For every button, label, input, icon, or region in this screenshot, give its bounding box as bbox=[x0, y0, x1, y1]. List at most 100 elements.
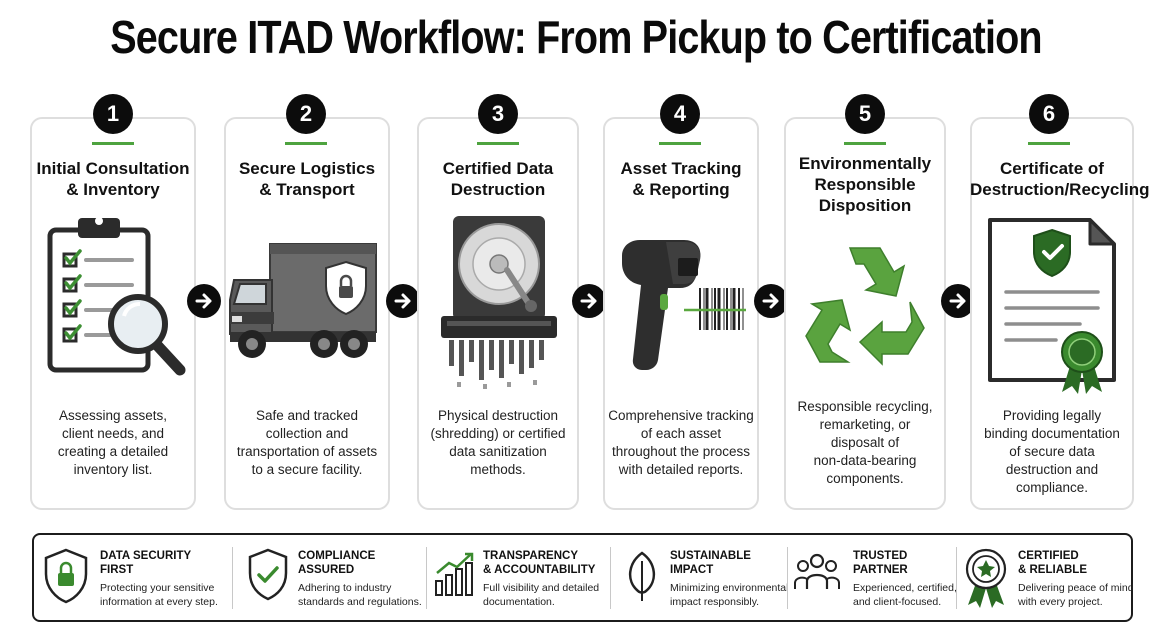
feature-desc: Protecting your sensitive information at… bbox=[100, 581, 260, 609]
step-desc-line: disposalt of bbox=[830, 435, 900, 450]
feature-desc-line: information at every step. bbox=[100, 596, 218, 608]
step-desc-line: Safe and tracked bbox=[255, 408, 359, 423]
step-desc-line: binding documentation bbox=[984, 426, 1120, 441]
step-title-line: Environmentally bbox=[798, 154, 932, 173]
step-title-line: Secure Logistics bbox=[238, 159, 376, 178]
step-desc-line: data sanitization bbox=[449, 444, 547, 459]
step-title-1: Initial Consultation & Inventory bbox=[30, 158, 196, 200]
secure-truck-icon bbox=[226, 236, 382, 371]
step-title-line: Responsible bbox=[814, 175, 916, 194]
step-title-line: Disposition bbox=[818, 196, 912, 215]
step-desc-line: Assessing assets, bbox=[58, 408, 168, 423]
feature-desc: Adhering to industry standards and regul… bbox=[298, 581, 458, 609]
step-desc-line: of secure data bbox=[1009, 444, 1095, 459]
step-desc-line: collection and bbox=[265, 426, 349, 441]
feature-title: SUSTAINABLE IMPACT bbox=[670, 549, 820, 577]
step-number-3: 3 bbox=[478, 94, 518, 134]
step-title-line: Certified Data bbox=[442, 159, 554, 178]
step-accent-line bbox=[285, 142, 327, 145]
feature-title: COMPLIANCE ASSURED bbox=[298, 549, 448, 577]
step-desc-line: compliance. bbox=[1015, 480, 1089, 495]
step-desc-line: transportation of assets bbox=[236, 444, 378, 459]
step-number-1: 1 bbox=[93, 94, 133, 134]
feature-desc-line: Full visibility and detailed bbox=[483, 582, 600, 594]
barcode-scanner-icon bbox=[616, 238, 748, 377]
feature-trusted-partner: TRUSTED PARTNER Experienced, certified, … bbox=[789, 535, 959, 620]
step-desc-2: Safe and tracked collection and transpor… bbox=[224, 407, 390, 479]
shield-check-icon bbox=[246, 547, 290, 608]
step-desc-line: methods. bbox=[470, 462, 526, 477]
step-desc-line: non-data-bearing bbox=[813, 453, 917, 468]
step-desc-line: with detailed reports. bbox=[618, 462, 744, 477]
feature-divider bbox=[426, 547, 427, 609]
step-title-line: Destruction/Recycling bbox=[970, 180, 1150, 199]
feature-title-line: SUSTAINABLE bbox=[670, 550, 751, 562]
step-accent-line bbox=[844, 142, 886, 145]
feature-title-line: & RELIABLE bbox=[1018, 564, 1087, 576]
feature-desc-line: Experienced, certified, bbox=[853, 582, 957, 594]
feature-title-line: ASSURED bbox=[298, 564, 355, 576]
step-title-2: Secure Logistics & Transport bbox=[224, 158, 390, 200]
arrow-right-icon bbox=[572, 284, 606, 318]
feature-desc-line: Adhering to industry bbox=[298, 582, 392, 594]
feature-divider bbox=[787, 547, 788, 609]
step-desc-line: Physical destruction bbox=[437, 408, 559, 423]
step-desc-line: Responsible recycling, bbox=[797, 399, 933, 414]
feature-data-security: DATA SECURITY FIRST Protecting your sens… bbox=[34, 535, 234, 620]
page-title: Secure ITAD Workflow: From Pickup to Cer… bbox=[110, 11, 1042, 63]
feature-desc-line: Delivering peace of mind bbox=[1018, 582, 1134, 594]
arrow-right-icon bbox=[187, 284, 221, 318]
step-desc-line: client needs, and bbox=[61, 426, 165, 441]
step-desc-line: components. bbox=[826, 471, 904, 486]
step-title-3: Certified Data Destruction bbox=[417, 158, 579, 200]
step-title-line: Initial Consultation bbox=[36, 159, 190, 178]
step-desc-line: Comprehensive tracking bbox=[608, 408, 754, 423]
step-desc-line: creating a detailed bbox=[57, 444, 169, 459]
step-desc-line: remarketing, or bbox=[819, 417, 911, 432]
feature-divider bbox=[232, 547, 233, 609]
hard-drive-shredder-icon bbox=[437, 212, 561, 395]
arrow-right-icon bbox=[386, 284, 420, 318]
step-title-6: Certificate of Destruction/Recycling bbox=[970, 158, 1150, 200]
step-card-5 bbox=[784, 117, 946, 510]
feature-title: TRUSTED PARTNER bbox=[853, 549, 1003, 577]
step-desc-line: inventory list. bbox=[73, 462, 153, 477]
feature-title-line: DATA SECURITY bbox=[100, 550, 192, 562]
step-title-line: Asset Tracking bbox=[620, 159, 742, 178]
feature-title: CERTIFIED & RELIABLE bbox=[1018, 549, 1152, 577]
step-desc-line: destruction and bbox=[1005, 462, 1099, 477]
feature-desc: Delivering peace of mind with every proj… bbox=[1018, 581, 1152, 609]
feature-transparency: TRANSPARENCY & ACCOUNTABILITY Full visib… bbox=[429, 535, 609, 620]
people-icon bbox=[793, 553, 841, 598]
arrow-right-icon bbox=[754, 284, 788, 318]
feature-title-line: CERTIFIED bbox=[1018, 550, 1079, 562]
feature-desc-line: standards and regulations. bbox=[298, 596, 422, 608]
recycle-icon bbox=[800, 240, 932, 375]
feature-sustainable: SUSTAINABLE IMPACT Minimizing environmen… bbox=[612, 535, 788, 620]
clipboard-magnifier-icon bbox=[44, 212, 189, 387]
arrow-right-icon bbox=[941, 284, 975, 318]
feature-desc-line: impact responsibly. bbox=[670, 596, 760, 608]
feature-desc-line: Protecting your sensitive bbox=[100, 582, 215, 594]
step-desc-line: of each asset bbox=[640, 426, 722, 441]
feature-title-line: PARTNER bbox=[853, 564, 908, 576]
step-desc-5: Responsible recycling, remarketing, or d… bbox=[784, 398, 946, 488]
step-title-line: Destruction bbox=[450, 180, 546, 199]
shield-lock-icon bbox=[42, 547, 90, 610]
step-desc-line: Providing legally bbox=[1002, 408, 1102, 423]
step-title-5: Environmentally Responsible Disposition bbox=[784, 153, 946, 216]
step-title-line: & Inventory bbox=[66, 180, 160, 199]
step-desc-line: throughout the process bbox=[611, 444, 751, 459]
step-accent-line bbox=[659, 142, 701, 145]
feature-compliance: COMPLIANCE ASSURED Adhering to industry … bbox=[234, 535, 429, 620]
feature-desc: Minimizing environmental impact responsi… bbox=[670, 581, 830, 609]
step-desc-6: Providing legally binding documentation … bbox=[970, 407, 1134, 497]
step-number-2: 2 bbox=[286, 94, 326, 134]
feature-title-line: & ACCOUNTABILITY bbox=[483, 564, 596, 576]
feature-bar: DATA SECURITY FIRST Protecting your sens… bbox=[32, 533, 1134, 622]
feature-divider bbox=[610, 547, 611, 609]
award-badge-icon bbox=[964, 545, 1008, 614]
feature-title: TRANSPARENCY & ACCOUNTABILITY bbox=[483, 549, 633, 577]
feature-desc: Experienced, certified, and client-focus… bbox=[853, 581, 1013, 609]
step-number-5: 5 bbox=[845, 94, 885, 134]
